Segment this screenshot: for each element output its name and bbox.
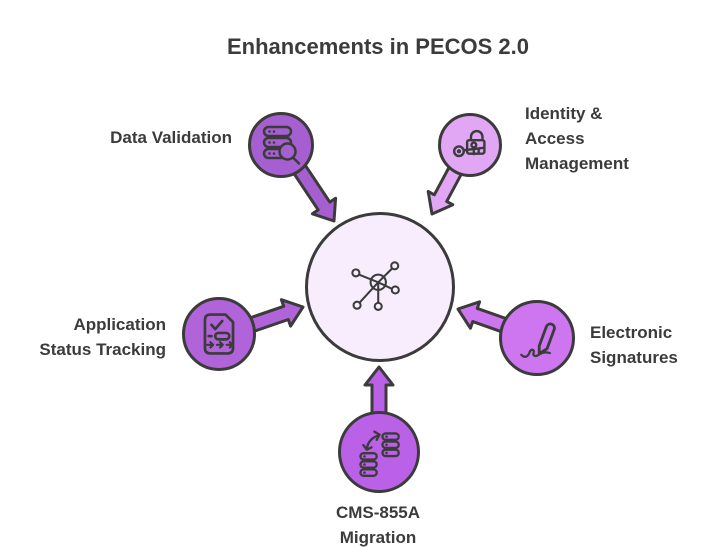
- label-cms-855a-migration: CMS-855A Migration: [335, 503, 421, 547]
- central-hub-node: [305, 212, 455, 362]
- label-electronic-signatures: Electronic Signatures: [590, 323, 678, 367]
- label-identity-access-management: Identity & Access Management: [525, 104, 629, 173]
- label-data-validation: Data Validation: [110, 128, 232, 147]
- node-electronic-signatures: [499, 300, 575, 376]
- node-cms-855a-migration: [338, 411, 420, 493]
- document-checklist-icon: [203, 313, 235, 355]
- database-search-icon: [262, 125, 301, 165]
- node-identity-access-management: [438, 113, 502, 177]
- signature-pen-icon: [520, 322, 556, 358]
- database-migration-icon: [359, 430, 400, 477]
- lock-key-icon: [452, 129, 486, 158]
- network-hub-icon: [351, 261, 400, 311]
- node-application-status-tracking: [182, 297, 256, 371]
- diagram-title: Enhancements in PECOS 2.0: [227, 34, 529, 59]
- node-data-validation: [248, 112, 314, 178]
- label-application-status-tracking: Application Status Tracking: [39, 315, 166, 359]
